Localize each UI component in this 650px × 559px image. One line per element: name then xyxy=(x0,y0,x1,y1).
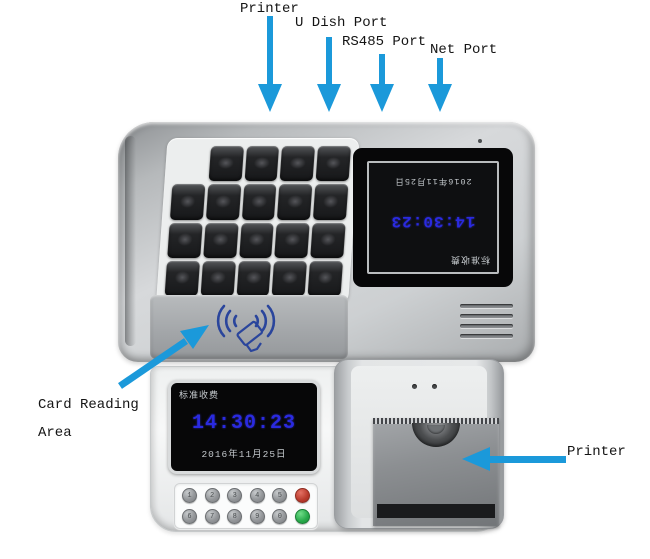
keypad-key xyxy=(310,222,346,258)
rear-display: 标准收费 14:30:23 2016年11月25日 xyxy=(353,148,513,287)
printer-module xyxy=(334,359,504,529)
front-keypad: 1 2 3 4 5 6 7 8 9 0 xyxy=(174,483,318,529)
keypad-empty-slot xyxy=(173,146,208,181)
key-3: 3 xyxy=(227,488,243,503)
rear-keypad xyxy=(156,138,360,304)
label-card-reading-line1: Card Reading xyxy=(38,397,139,413)
keypad-key xyxy=(167,222,203,258)
keypad-key xyxy=(208,146,244,182)
paper-tear-bar xyxy=(373,418,499,424)
printer-led xyxy=(432,384,437,389)
front-keypad-row1: 1 2 3 4 5 xyxy=(182,488,310,503)
card-reading-area xyxy=(150,295,348,359)
key-6: 6 xyxy=(182,509,197,524)
keypad-key xyxy=(274,222,310,258)
front-display-time: 14:30:23 xyxy=(191,412,296,435)
rear-display-header: 标准收费 xyxy=(449,254,490,264)
device-front-panel: 标准收费 14:30:23 2016年11月25日 1 2 3 4 5 6 7 … xyxy=(150,359,504,532)
keypad-key xyxy=(200,260,236,296)
contactless-card-icon xyxy=(216,304,276,353)
arrow-rs485-port xyxy=(370,54,394,112)
keypad-key xyxy=(315,146,352,182)
confirm-key-green xyxy=(294,509,310,524)
mic-hole xyxy=(478,139,482,143)
cancel-key-red xyxy=(294,488,310,503)
keypad-key xyxy=(241,184,277,220)
arrow-net-port xyxy=(428,58,452,112)
key-0: 0 xyxy=(272,509,288,524)
speaker-slot xyxy=(460,304,513,308)
keypad-key xyxy=(205,184,241,220)
speaker-slot xyxy=(460,324,513,328)
key-7: 7 xyxy=(204,509,220,524)
keypad-key xyxy=(169,184,206,220)
keypad-key xyxy=(203,222,239,258)
speaker-grille xyxy=(460,304,513,338)
front-display: 标准收费 14:30:23 2016年11月25日 xyxy=(168,380,320,474)
label-rs485-port: RS485 Port xyxy=(342,34,427,50)
label-net-port: Net Port xyxy=(430,42,498,58)
device-rear-panel: 标准收费 14:30:23 2016年11月25日 xyxy=(118,122,535,362)
printer-paper-cover xyxy=(373,418,499,526)
arrow-u-dish-port xyxy=(317,37,341,112)
paper-exit-slot xyxy=(377,504,495,518)
label-u-dish-port: U Dish Port xyxy=(295,15,388,31)
printer-face xyxy=(351,366,499,526)
arrow-printer-top xyxy=(258,16,282,112)
label-card-reading-area: Card Reading Area xyxy=(38,391,139,447)
rear-display-date: 2016年11月25日 xyxy=(394,176,472,186)
front-display-header: 标准收费 xyxy=(179,391,220,401)
key-8: 8 xyxy=(227,509,243,524)
rear-display-screen-rotated: 标准收费 14:30:23 2016年11月25日 xyxy=(369,163,497,272)
keypad-key xyxy=(238,222,275,258)
rear-display-time: 14:30:23 xyxy=(390,212,476,230)
label-printer-top: Printer xyxy=(240,1,299,17)
key-2: 2 xyxy=(204,488,220,503)
keypad-key xyxy=(236,260,272,296)
key-1: 1 xyxy=(182,488,197,503)
front-keypad-row2: 6 7 8 9 0 xyxy=(182,509,310,524)
printer-led xyxy=(412,384,417,389)
keypad-key xyxy=(313,184,349,220)
label-printer-right: Printer xyxy=(567,444,626,460)
keypad-key xyxy=(271,260,308,296)
paper-roller-knob xyxy=(412,423,460,447)
speaker-slot xyxy=(460,334,513,338)
front-display-date: 2016年11月25日 xyxy=(201,449,287,460)
keypad-key xyxy=(277,184,313,220)
keypad-key xyxy=(244,146,280,182)
key-5: 5 xyxy=(272,488,288,503)
front-display-screen: 标准收费 14:30:23 2016年11月25日 xyxy=(171,383,317,471)
keypad-key xyxy=(279,146,316,182)
speaker-slot xyxy=(460,314,513,318)
keypad-key xyxy=(164,260,200,296)
keypad-key xyxy=(307,260,344,296)
rear-display-frame: 标准收费 14:30:23 2016年11月25日 xyxy=(367,161,499,274)
key-4: 4 xyxy=(249,488,265,503)
label-card-reading-line2: Area xyxy=(38,425,72,441)
key-9: 9 xyxy=(249,509,265,524)
